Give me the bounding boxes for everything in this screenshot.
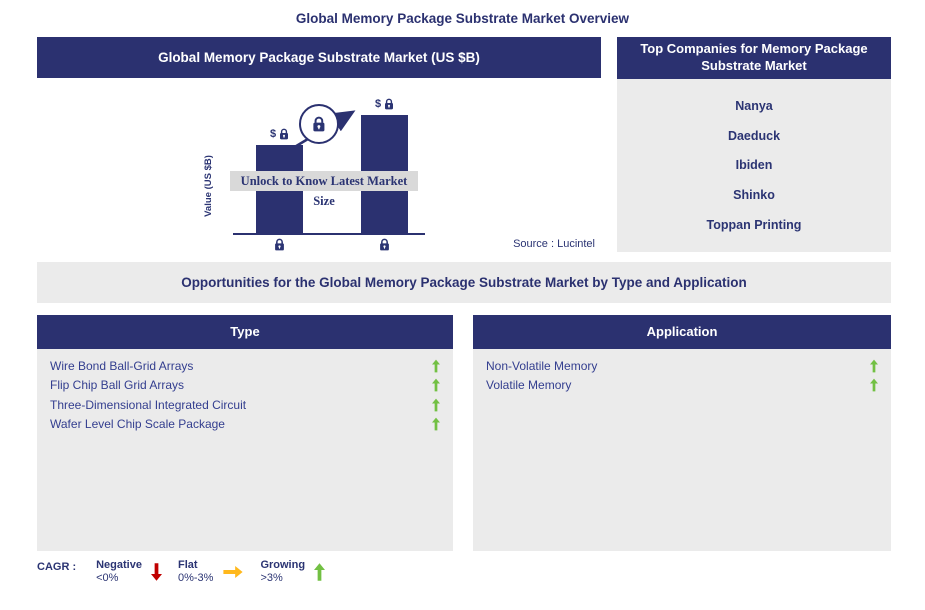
x-axis-line (233, 233, 425, 235)
dollar-sign: $ (269, 128, 277, 140)
up-arrow-icon (432, 398, 440, 412)
up-arrow-icon (870, 378, 878, 392)
top-companies-header: Top Companies for Memory Package Substra… (617, 37, 891, 79)
legend-entry-range: 0%-3% (177, 571, 214, 584)
unlock-banner[interactable]: Unlock to Know Latest Market Size (230, 171, 418, 208)
list-item-label: Flip Chip Ball Grid Arrays (50, 378, 185, 393)
market-chart-header: Global Memory Package Substrate Market (… (37, 37, 601, 78)
list-item: Three-Dimensional Integrated Circuit (50, 395, 440, 415)
legend-entry-range: >3% (260, 571, 283, 584)
opportunities-band-title: Opportunities for the Global Memory Pack… (37, 262, 891, 303)
right-arrow-icon (223, 565, 244, 578)
lock-icon (274, 238, 285, 251)
legend-entry-name: Growing (260, 559, 306, 571)
company-item: Nanya (735, 98, 773, 113)
list-item-label: Three-Dimensional Integrated Circuit (50, 397, 247, 412)
company-item: Daeduck (727, 128, 781, 143)
growth-arrow-and-lock-badge (292, 104, 356, 150)
top-companies-panel: Top Companies for Memory Package Substra… (617, 37, 891, 252)
dollar-sign: $ (374, 98, 382, 110)
cagr-legend-label: CAGR : (37, 561, 77, 573)
company-item: Ibiden (735, 158, 773, 173)
down-arrow-icon (150, 562, 162, 581)
market-chart-panel: Global Memory Package Substrate Market (… (37, 37, 601, 258)
legend-entry-name: Negative (96, 559, 142, 571)
type-header: Type (37, 315, 453, 349)
list-item: Non-Volatile Memory (486, 356, 878, 376)
up-arrow-icon (432, 378, 440, 392)
company-item: Shinko (733, 188, 775, 203)
source-note: Source : Lucintel (513, 238, 595, 250)
legend-entry-name: Flat (177, 559, 198, 571)
lock-icon (384, 98, 394, 110)
application-header: Application (473, 315, 891, 349)
up-arrow-icon (314, 562, 326, 581)
list-item: Flip Chip Ball Grid Arrays (50, 376, 440, 396)
market-bar-chart: Value (US $B) $ $ Un (37, 78, 601, 258)
list-item-label: Wire Bond Ball-Grid Arrays (50, 358, 194, 373)
list-item: Wafer Level Chip Scale Package (50, 415, 440, 435)
list-item: Volatile Memory (486, 376, 878, 396)
bar-value-label: $ (361, 97, 408, 111)
lock-icon (379, 238, 390, 251)
company-item: Toppan Printing (706, 218, 802, 233)
up-arrow-icon (432, 359, 440, 373)
legend-entry-range: <0% (96, 571, 119, 584)
up-arrow-icon (432, 417, 440, 431)
list-item-label: Volatile Memory (486, 378, 572, 393)
list-item-label: Non-Volatile Memory (486, 358, 598, 373)
list-item-label: Wafer Level Chip Scale Package (50, 417, 225, 432)
cagr-legend-entry: Negative<0% (96, 559, 162, 584)
up-arrow-icon (870, 359, 878, 373)
page-title: Global Memory Package Substrate Market O… (295, 11, 630, 26)
bar-value-label: $ (256, 127, 303, 141)
lock-icon (279, 128, 289, 140)
cagr-legend-entry: Growing>3% (260, 559, 326, 584)
list-item: Wire Bond Ball-Grid Arrays (50, 356, 440, 376)
y-axis-label: Value (US $B) (203, 155, 214, 217)
